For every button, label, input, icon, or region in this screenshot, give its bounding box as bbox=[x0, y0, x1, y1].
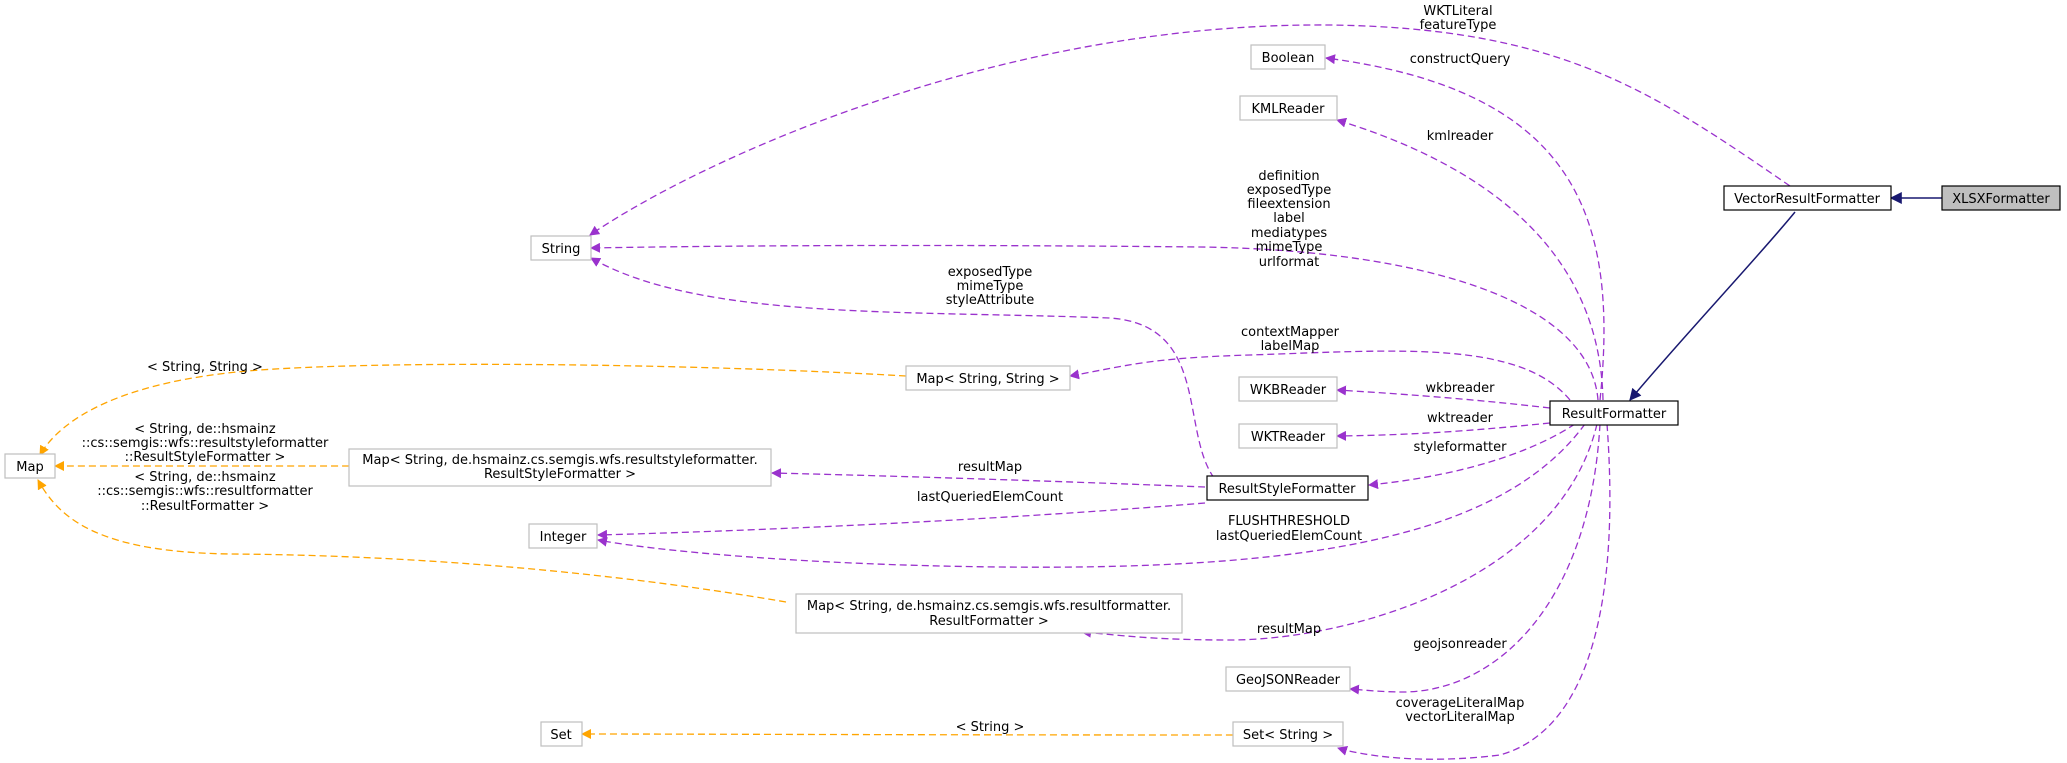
node-wkt-reader[interactable]: WKTReader bbox=[1238, 423, 1338, 449]
edge-stylefomatter-to-integer bbox=[597, 502, 1206, 540]
label-wktreader: wktreader bbox=[1427, 411, 1494, 426]
label-styleformatter: styleformatter bbox=[1414, 440, 1508, 455]
label-string-fields: definition exposedType fileextension lab… bbox=[1247, 169, 1332, 270]
svg-text:WKTReader: WKTReader bbox=[1251, 430, 1326, 445]
svg-text:::cs::semgis::wfs::resultstyle: ::cs::semgis::wfs::resultstyleformatter bbox=[82, 436, 329, 451]
node-map[interactable]: Map bbox=[4, 453, 56, 479]
svg-text:definition: definition bbox=[1258, 169, 1319, 184]
label-wktliteral-featuretype: WKTLiteral featureType bbox=[1420, 4, 1497, 33]
label-wkbreader: wkbreader bbox=[1425, 381, 1495, 396]
node-map-resultformatter[interactable]: Map< String, de.hsmainz.cs.semgis.wfs.re… bbox=[795, 593, 1183, 634]
svg-text:ResultFormatter >: ResultFormatter > bbox=[929, 614, 1048, 629]
node-kml-reader[interactable]: KMLReader bbox=[1239, 95, 1338, 121]
edge-resultformatter-to-mapss bbox=[1069, 350, 1571, 401]
label-literal-maps: coverageLiteralMap vectorLiteralMap bbox=[1396, 696, 1525, 725]
edge-setstring-to-set bbox=[581, 729, 1234, 740]
svg-text:mediatypes: mediatypes bbox=[1251, 226, 1328, 241]
node-result-style-formatter[interactable]: ResultStyleFormatter bbox=[1206, 475, 1369, 501]
node-wkb-reader[interactable]: WKBReader bbox=[1238, 376, 1338, 402]
label-tmpl-string-string: < String, String > bbox=[147, 360, 263, 375]
label-tmpl-result-formatter: < String, de::hsmainz ::cs::semgis::wfs:… bbox=[97, 470, 313, 514]
svg-text:Set< String >: Set< String > bbox=[1243, 728, 1333, 743]
svg-text:lastQueriedElemCount: lastQueriedElemCount bbox=[1216, 529, 1362, 544]
svg-text:ResultStyleFormatter >: ResultStyleFormatter > bbox=[484, 467, 636, 482]
svg-text:Map< String, de.hsmainz.cs.sem: Map< String, de.hsmainz.cs.semgis.wfs.re… bbox=[362, 453, 757, 468]
node-map-string-string[interactable]: Map< String, String > bbox=[905, 365, 1071, 391]
node-map-resultstyleformatter[interactable]: Map< String, de.hsmainz.cs.semgis.wfs.re… bbox=[348, 448, 772, 487]
label-result-map: resultMap bbox=[1257, 622, 1321, 637]
svg-text:exposedType: exposedType bbox=[948, 265, 1033, 280]
svg-text:styleAttribute: styleAttribute bbox=[946, 293, 1035, 308]
svg-text:mimeType: mimeType bbox=[957, 279, 1024, 294]
svg-text:labelMap: labelMap bbox=[1261, 339, 1320, 354]
edge-resultformatter-to-wkbreader bbox=[1336, 385, 1551, 409]
edge-resultformatter-to-wktreader bbox=[1336, 422, 1551, 441]
svg-text:Map: Map bbox=[16, 460, 43, 475]
svg-text:Boolean: Boolean bbox=[1262, 51, 1315, 66]
edge-vector-to-string bbox=[589, 24, 1791, 236]
svg-text:contextMapper: contextMapper bbox=[1241, 325, 1340, 340]
svg-text:urlformat: urlformat bbox=[1259, 255, 1320, 270]
svg-text:Set: Set bbox=[550, 728, 571, 743]
svg-text:::cs::semgis::wfs::resultforma: ::cs::semgis::wfs::resultformatter bbox=[97, 484, 313, 499]
svg-text:exposedType: exposedType bbox=[1247, 183, 1332, 198]
label-style-string-fields: exposedType mimeType styleAttribute bbox=[946, 265, 1035, 308]
svg-text:vectorLiteralMap: vectorLiteralMap bbox=[1405, 710, 1515, 725]
node-boolean[interactable]: Boolean bbox=[1250, 44, 1326, 70]
svg-text:< String, de::hsmainz: < String, de::hsmainz bbox=[134, 422, 276, 437]
svg-text:WKBReader: WKBReader bbox=[1250, 383, 1327, 398]
svg-text:Map< String, de.hsmainz.cs.sem: Map< String, de.hsmainz.cs.semgis.wfs.re… bbox=[807, 599, 1171, 614]
edge-resultformatter-to-kmlreader bbox=[1336, 117, 1604, 401]
label-kmlreader: kmlreader bbox=[1427, 129, 1494, 144]
svg-text:mimeType: mimeType bbox=[1256, 240, 1323, 255]
edge-stylefomatter-to-mapsf bbox=[771, 468, 1206, 488]
svg-text:FLUSHTHRESHOLD: FLUSHTHRESHOLD bbox=[1228, 514, 1350, 529]
edge-resultformatter-to-vector bbox=[1629, 211, 1796, 401]
svg-text:::ResultFormatter >: ::ResultFormatter > bbox=[141, 499, 269, 514]
svg-text:< String, de::hsmainz: < String, de::hsmainz bbox=[134, 470, 276, 485]
svg-text:Integer: Integer bbox=[540, 530, 587, 545]
svg-text:fileextension: fileextension bbox=[1247, 197, 1330, 212]
node-string[interactable]: String bbox=[530, 235, 592, 261]
edge-resultformatter-to-stylefomatter bbox=[1368, 423, 1576, 490]
node-geojson-reader[interactable]: GeoJSONReader bbox=[1225, 666, 1351, 692]
edge-stylefomatter-to-string bbox=[590, 257, 1215, 479]
svg-text:coverageLiteralMap: coverageLiteralMap bbox=[1396, 696, 1525, 711]
node-integer[interactable]: Integer bbox=[528, 523, 598, 549]
node-xlsx-formatter[interactable]: XLSXFormatter bbox=[1941, 185, 2061, 211]
edge-resultformatter-to-setstring bbox=[1337, 423, 1611, 760]
label-context-mapper: contextMapper labelMap bbox=[1241, 325, 1340, 354]
edge-maprf-to-map bbox=[37, 479, 787, 603]
label-flush-threshold: FLUSHTHRESHOLD lastQueriedElemCount bbox=[1216, 514, 1362, 544]
svg-text:GeoJSONReader: GeoJSONReader bbox=[1236, 673, 1341, 688]
svg-text:Map< String, String >: Map< String, String > bbox=[916, 372, 1059, 387]
label-result-map-style: resultMap bbox=[958, 460, 1022, 475]
svg-text:XLSXFormatter: XLSXFormatter bbox=[1952, 192, 2050, 207]
edge-resultformatter-to-string bbox=[590, 242, 1599, 401]
label-last-queried-style: lastQueriedElemCount bbox=[917, 490, 1063, 505]
svg-text:ResultFormatter: ResultFormatter bbox=[1562, 407, 1667, 422]
edge-resultformatter-to-maprf bbox=[1081, 423, 1598, 641]
node-set-string[interactable]: Set< String > bbox=[1232, 721, 1344, 747]
node-vector-result-formatter[interactable]: VectorResultFormatter bbox=[1723, 185, 1892, 211]
svg-text:ResultStyleFormatter: ResultStyleFormatter bbox=[1218, 482, 1356, 497]
label-tmpl-style-formatter: < String, de::hsmainz ::cs::semgis::wfs:… bbox=[82, 422, 329, 465]
edge-resultformatter-to-geojsonreader bbox=[1349, 423, 1601, 695]
svg-text:KMLReader: KMLReader bbox=[1252, 102, 1326, 117]
label-tmpl-string: < String > bbox=[956, 720, 1025, 735]
label-geojsonreader: geojsonreader bbox=[1413, 637, 1507, 652]
node-result-formatter[interactable]: ResultFormatter bbox=[1549, 400, 1679, 426]
node-set[interactable]: Set bbox=[540, 721, 583, 747]
svg-text:VectorResultFormatter: VectorResultFormatter bbox=[1734, 192, 1880, 207]
svg-text:label: label bbox=[1273, 211, 1304, 226]
svg-text:String: String bbox=[542, 242, 581, 257]
label-construct-query: constructQuery bbox=[1410, 52, 1511, 67]
svg-text:featureType: featureType bbox=[1420, 18, 1497, 33]
svg-text:WKTLiteral: WKTLiteral bbox=[1423, 4, 1492, 19]
svg-text:::ResultStyleFormatter >: ::ResultStyleFormatter > bbox=[125, 450, 286, 465]
edge-resultformatter-to-boolean bbox=[1325, 54, 1605, 401]
